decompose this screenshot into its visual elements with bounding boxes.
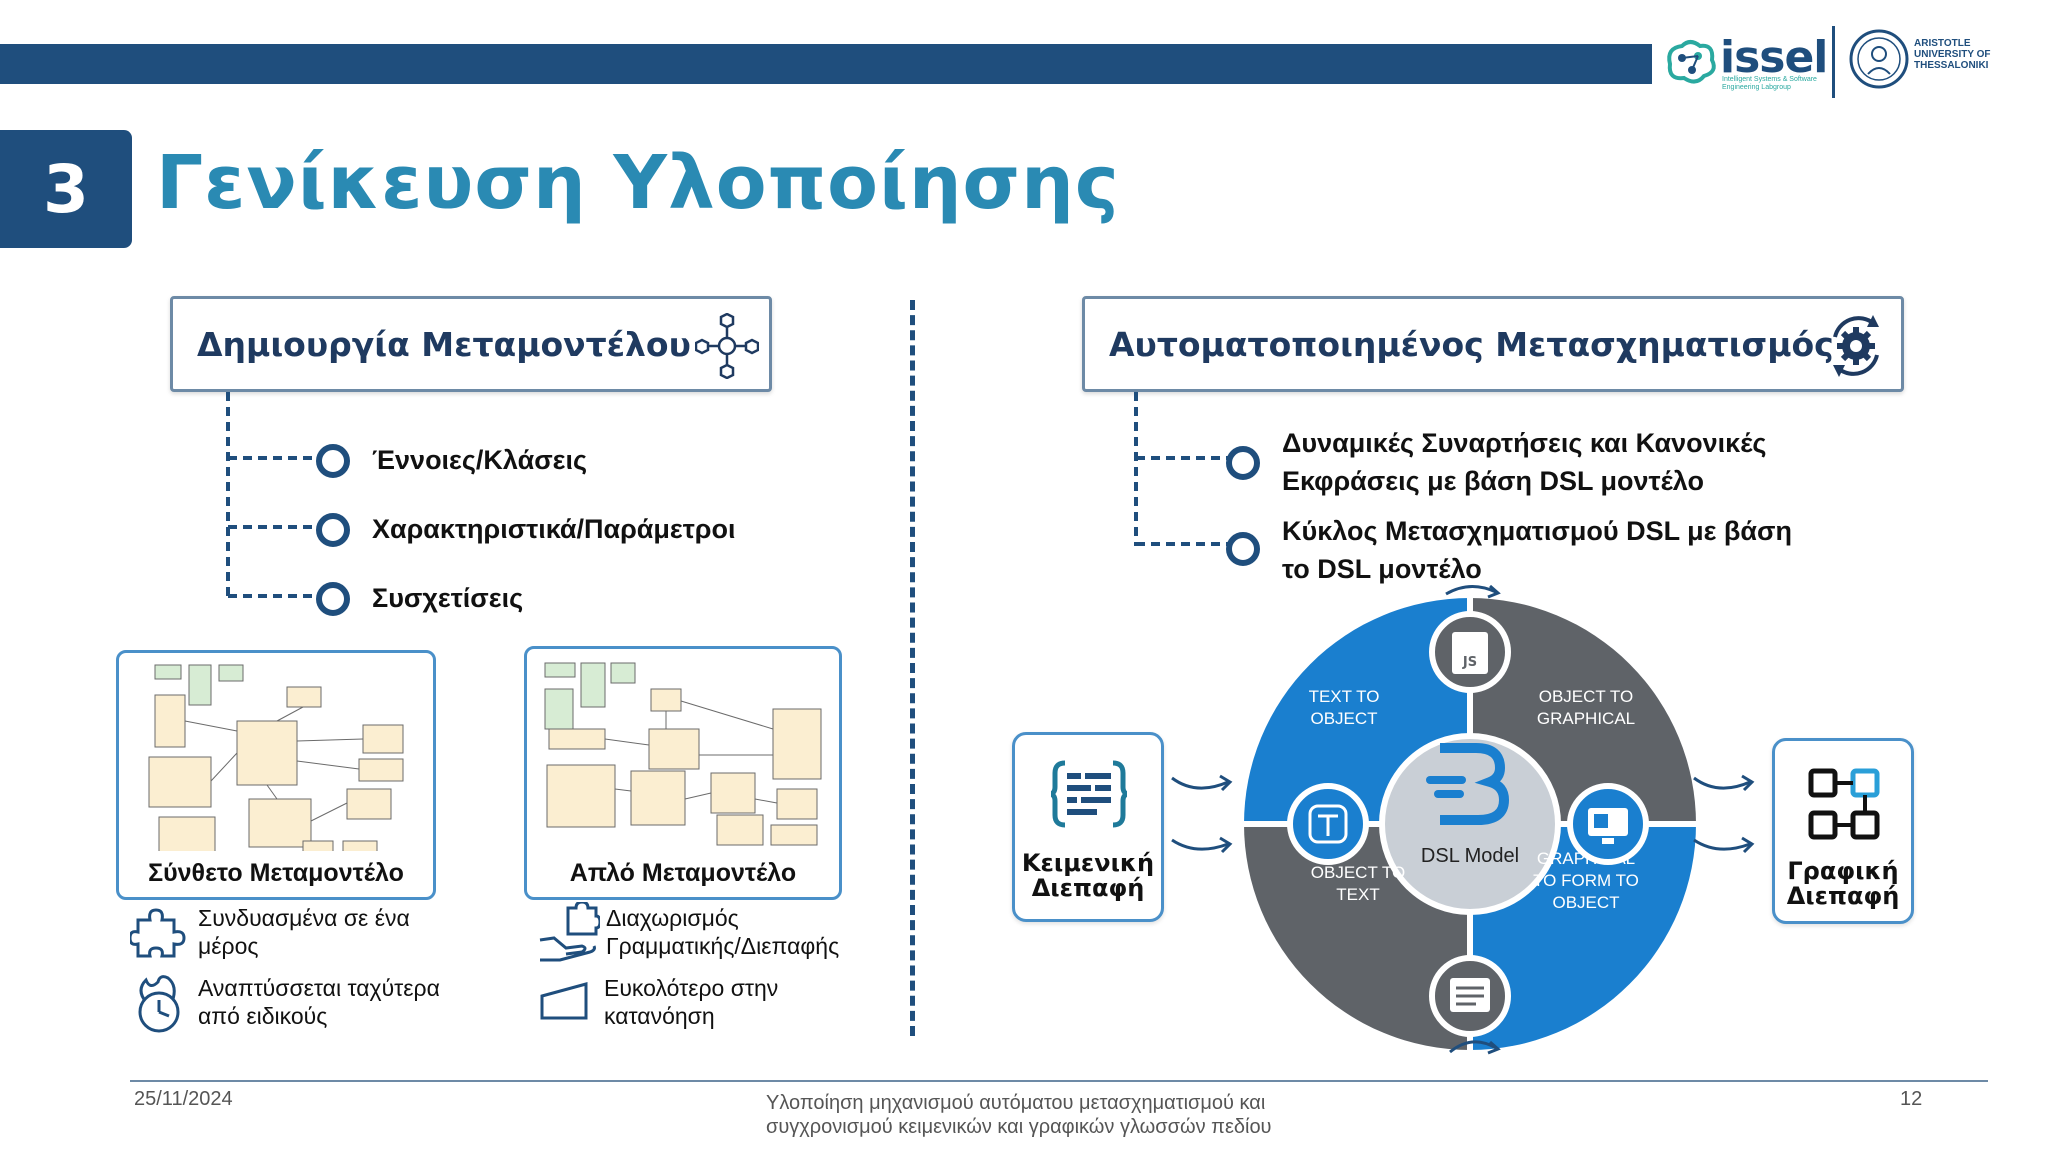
issel-logo-text: issel bbox=[1720, 32, 1828, 83]
footer-divider bbox=[130, 1080, 1988, 1082]
left-bullet-connectors bbox=[226, 392, 320, 598]
note-easier-line1: Ευκολότερο στην bbox=[604, 975, 779, 1001]
js-file-label: JS bbox=[1462, 655, 1477, 670]
logo-area: issel Intelligent Systems & Software Eng… bbox=[1660, 20, 2000, 100]
q2-line2: GRAPHICAL bbox=[1537, 709, 1635, 728]
text-tool-icon bbox=[1308, 804, 1348, 844]
complex-metamodel-label: Σύνθετο Μεταμοντέλο bbox=[148, 859, 404, 887]
uml-diagram-thumbnail bbox=[544, 662, 822, 846]
q3-line1: OBJECT TO bbox=[1311, 863, 1405, 882]
automated-transformation-box: Αυτοματοποιημένος Μετασχηματισμός bbox=[1082, 296, 1904, 392]
dsl-model-logo-icon bbox=[1426, 743, 1510, 825]
easy-ramp-icon bbox=[540, 982, 588, 1020]
network-cubes-icon bbox=[695, 313, 759, 379]
bullet-marker bbox=[316, 582, 350, 616]
note-combined-line2: μέρος bbox=[198, 933, 259, 959]
puzzle-hand-icon bbox=[539, 902, 600, 962]
transformation-cycle-diagram: TEXT TO OBJECT OBJECT TO GRAPHICAL OBJEC… bbox=[1244, 584, 1696, 1055]
bullet-marker bbox=[316, 513, 350, 547]
footer-subtitle-line2: συγχρονισμού κειμενικών και γραφικών γλω… bbox=[766, 1116, 1272, 1138]
clock-icon bbox=[138, 975, 180, 1033]
code-braces-icon bbox=[1051, 760, 1127, 828]
puzzle-icon bbox=[130, 908, 186, 958]
note-faster-line2: από ειδικούς bbox=[198, 1003, 328, 1029]
left-flow-arrows bbox=[1171, 774, 1233, 854]
q2-line1: OBJECT TO bbox=[1539, 687, 1633, 706]
q4-line2: TO FORM TO bbox=[1533, 871, 1639, 890]
logo-divider bbox=[1832, 26, 1835, 98]
note-faster-line1: Αναπτύσσεται ταχύτερα bbox=[198, 975, 440, 1001]
q4-line3: OBJECT bbox=[1552, 893, 1619, 912]
note-separation-line1: Διαχωρισμός bbox=[606, 905, 739, 931]
bullet-transformation-cycle-line1: Κύκλος Μετασχηματισμού DSL με βάση bbox=[1282, 516, 1792, 546]
text-interface-line1: Κειμενική bbox=[1021, 849, 1155, 877]
simple-metamodel-card: Απλό Μεταμοντέλο bbox=[524, 646, 842, 900]
university-name: ARISTOTLE UNIVERSITY OF THESSALONIKI bbox=[1914, 38, 1991, 71]
footer-date: 25/11/2024 bbox=[134, 1088, 233, 1110]
q1-line1: TEXT TO bbox=[1309, 687, 1380, 706]
uml-diagram-thumbnail bbox=[148, 664, 404, 851]
simple-metamodel-label: Απλό Μεταμοντέλο bbox=[569, 859, 797, 887]
q3-line2: TEXT bbox=[1336, 885, 1379, 904]
note-separation-line2: Γραμματικής/Διεπαφής bbox=[606, 933, 840, 959]
note-easier-line2: κατανόηση bbox=[604, 1003, 715, 1029]
bullet-dynamic-functions-line2: Εκφράσεις με βάση DSL μοντέλο bbox=[1282, 466, 1704, 496]
graphic-interface-line2: Διεπαφή bbox=[1786, 882, 1900, 910]
section-divider bbox=[910, 300, 915, 1036]
dsl-model-label: DSL Model bbox=[1421, 845, 1519, 867]
bullet-dynamic-functions-line1: Δυναμικές Συναρτήσεις και Κανονικές bbox=[1282, 428, 1767, 458]
bullet-transformation-cycle-line2: το DSL μοντέλο bbox=[1282, 554, 1482, 584]
js-file-icon bbox=[1452, 632, 1488, 674]
right-bullet-connectors bbox=[1134, 392, 1230, 546]
bullet-attributes-parameters: Χαρακτηριστικά/Παράμετροι bbox=[372, 514, 736, 544]
bullet-marker bbox=[1226, 532, 1260, 566]
university-seal-icon bbox=[1849, 29, 1909, 89]
q1-line2: OBJECT bbox=[1310, 709, 1377, 728]
bullet-marker bbox=[316, 444, 350, 478]
bullet-marker bbox=[1226, 446, 1260, 480]
right-flow-arrows bbox=[1693, 774, 1755, 854]
bullet-relations: Συσχετίσεις bbox=[372, 583, 524, 613]
text-interface-line2: Διεπαφή bbox=[1031, 874, 1145, 902]
text-interface-card: Κειμενική Διεπαφή bbox=[1012, 732, 1164, 922]
automated-transformation-title: Αυτοματοποιημένος Μετασχηματισμός bbox=[1109, 324, 1834, 364]
header-bar bbox=[0, 44, 1652, 84]
metamodel-creation-title: Δημιουργία Μεταμοντέλου bbox=[197, 324, 691, 364]
graphic-interface-line1: Γραφική bbox=[1787, 857, 1899, 885]
gear-sync-icon bbox=[1833, 315, 1879, 377]
footer-subtitle-line1: Υλοποίηση μηχανισμού αυτόματου μετασχημα… bbox=[766, 1092, 1266, 1114]
metamodel-creation-box: Δημιουργία Μεταμοντέλου bbox=[170, 296, 772, 392]
cycle-arrows bbox=[1445, 584, 1501, 1055]
issel-logo-subtitle: Intelligent Systems & Software Engineeri… bbox=[1722, 76, 1817, 91]
flow-diagram-icon bbox=[1808, 768, 1880, 840]
complex-metamodel-card: Σύνθετο Μεταμοντέλο bbox=[116, 650, 436, 900]
slide-number: 3 bbox=[0, 130, 132, 248]
note-combined-line1: Συνδυασμένα σε ένα bbox=[198, 905, 410, 931]
issel-logo-icon bbox=[1667, 40, 1716, 84]
slide-title: Γενίκευση Υλοποίησης bbox=[156, 140, 1120, 226]
footer-page-number: 12 bbox=[1900, 1088, 1923, 1110]
bullet-concepts-classes: Έννοιες/Κλάσεις bbox=[372, 445, 588, 475]
graphic-interface-card: Γραφική Διεπαφή bbox=[1772, 738, 1914, 924]
